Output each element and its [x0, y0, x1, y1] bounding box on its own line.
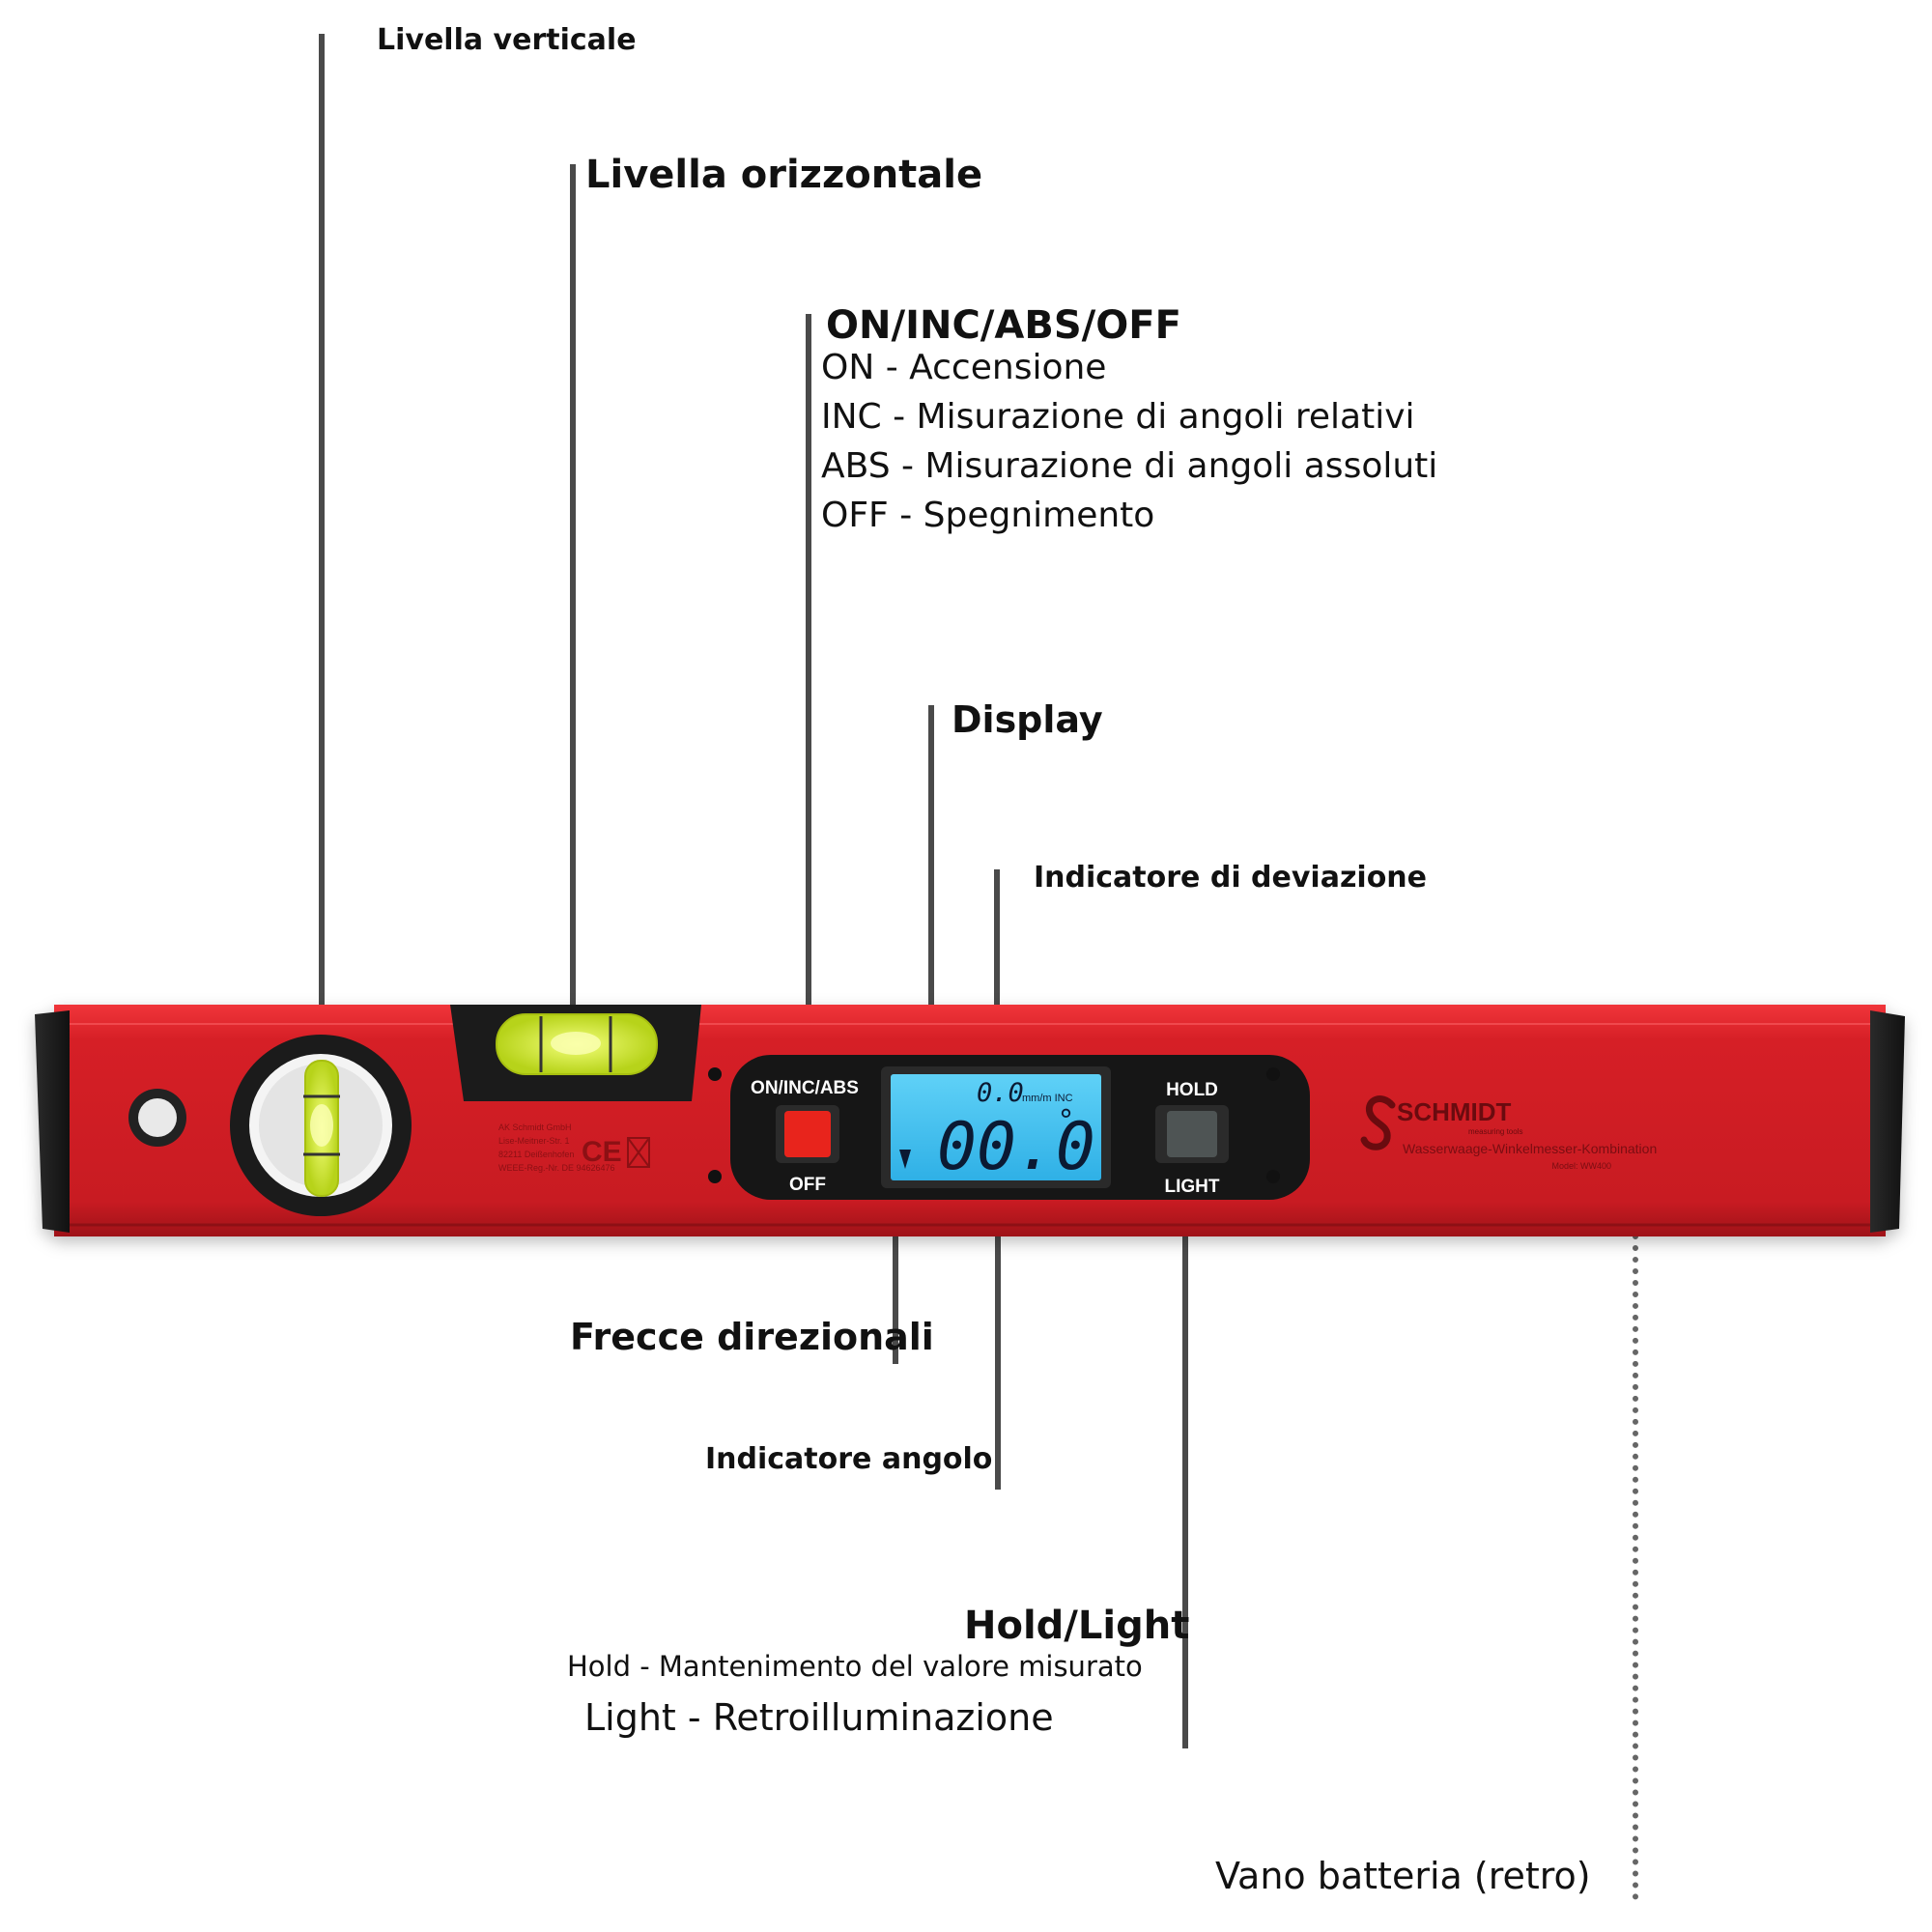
- label-deviation-indicator: Indicatore di deviazione: [1034, 861, 1428, 895]
- label-power-inc: INC - Misurazione di angoli relativi: [821, 397, 1415, 437]
- label-battery: Vano batteria (retro): [1215, 1855, 1591, 1897]
- label-vertical-vial: Livella verticale: [377, 23, 637, 57]
- label-light: Light - Retroilluminazione: [584, 1696, 1054, 1739]
- lcd-deviation-value: 0.0: [977, 1078, 1024, 1108]
- brand-name: SCHMIDT: [1397, 1097, 1512, 1126]
- left-end-cap: [35, 1010, 70, 1233]
- leader-deviation-indicator: [994, 869, 1000, 1084]
- right-end-cap: [1870, 1010, 1905, 1233]
- leader-angle-indicator: [995, 1183, 1001, 1490]
- maker-info: AK Schmidt GmbH Lise-Meitner-Str. 1 8221…: [498, 1122, 650, 1173]
- digital-level: AK Schmidt GmbH Lise-Meitner-Str. 1 8221…: [35, 1005, 1905, 1236]
- lcd-direction-arrow: [899, 1150, 911, 1169]
- ce-mark: CE: [582, 1136, 622, 1168]
- horizontal-vial: [450, 1005, 701, 1101]
- label-hold: Hold - Mantenimento del valore misurato: [567, 1650, 1143, 1683]
- product-name: Wasserwaage-Winkelmesser-Kombination: [1403, 1141, 1657, 1156]
- label-display: Display: [952, 698, 1103, 741]
- vertical-vial: [230, 1035, 412, 1216]
- power-button-label-top: ON/INC/ABS: [751, 1078, 859, 1098]
- hold-light-button[interactable]: HOLD LIGHT: [1155, 1080, 1229, 1197]
- label-angle-indicator: Indicatore angolo: [705, 1442, 993, 1476]
- model-number: Model: WW400: [1551, 1161, 1611, 1171]
- label-power-button-title: ON/INC/ABS/OFF: [826, 303, 1181, 348]
- power-button-label-bottom: OFF: [789, 1175, 826, 1195]
- brand-logo: SCHMIDT measuring tools Wasserwaage-Wink…: [1360, 1095, 1657, 1171]
- maker-info-line: 82211 Deißenhofen: [498, 1150, 574, 1159]
- lcd-deviation-unit: mm/m INC: [1022, 1093, 1073, 1104]
- leader-display: [928, 705, 934, 1084]
- leader-hold-light: [1182, 1179, 1188, 1748]
- hold-button-label-top: HOLD: [1166, 1080, 1218, 1100]
- leader-vertical-vial: [319, 34, 325, 1106]
- lcd-degree-symbol: °: [1059, 1104, 1073, 1138]
- label-power-off: OFF - Spegnimento: [821, 496, 1155, 535]
- leader-battery: [1633, 1234, 1638, 1900]
- lcd-angle-value: 00.0: [937, 1109, 1095, 1185]
- label-power-abs: ABS - Misurazione di angoli assoluti: [821, 446, 1438, 486]
- power-mode-button[interactable]: ON/INC/ABS OFF: [751, 1078, 859, 1195]
- label-horizontal-vial: Livella orizzontale: [585, 153, 983, 197]
- maker-info-line: AK Schmidt GmbH: [498, 1122, 572, 1132]
- label-hold-light-title: Hold/Light: [964, 1604, 1190, 1648]
- label-power-on: ON - Accensione: [821, 348, 1107, 387]
- leader-horizontal-vial: [570, 164, 576, 1043]
- leader-power-button: [806, 314, 811, 1072]
- leader-direction-arrows: [893, 1183, 898, 1364]
- brand-subtitle: measuring tools: [1468, 1127, 1522, 1136]
- label-direction-arrows: Frecce direzionali: [570, 1316, 934, 1358]
- maker-info-line: WEEE-Reg.-Nr. DE 94626476: [498, 1163, 615, 1173]
- maker-info-line: Lise-Meitner-Str. 1: [498, 1136, 570, 1146]
- lcd-display: 0.0 mm/m INC 00.0 °: [881, 1066, 1111, 1188]
- hold-button-label-bottom: LIGHT: [1165, 1177, 1220, 1197]
